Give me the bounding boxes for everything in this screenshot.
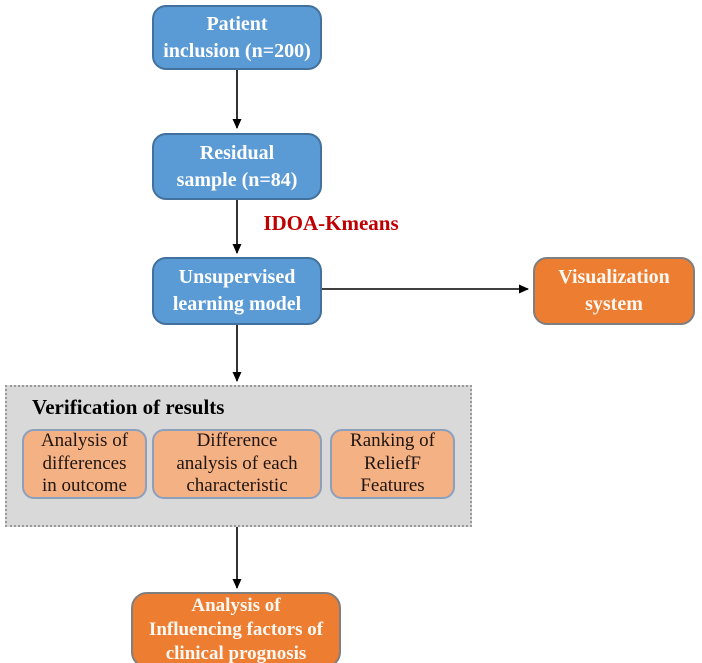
edge-label-idoa-kmeans: IDOA-Kmeans: [263, 211, 399, 235]
subnode-ranking-relieff-features: Ranking of ReliefF Features: [330, 429, 455, 499]
node-patient-inclusion-label: Patient inclusion (n=200): [163, 12, 311, 62]
subnode-difference-analysis-characteristic: Difference analysis of each characterist…: [152, 429, 322, 499]
subnode-analysis-differences-outcome: Analysis of differences in outcome: [22, 429, 147, 499]
verification-results-group: Verification of results Analysis of diff…: [5, 385, 472, 527]
node-patient-inclusion: Patient inclusion (n=200): [152, 5, 322, 70]
node-analysis-influencing-factors-label: Analysis of Influencing factors of clini…: [148, 594, 324, 663]
node-residual-sample-label: Residual sample (n=84): [176, 141, 298, 191]
subnode-analysis-differences-outcome-label: Analysis of differences in outcome: [40, 429, 129, 497]
node-visualization-system-label: Visualization system: [558, 266, 670, 315]
subnode-difference-analysis-characteristic-label: Difference analysis of each characterist…: [176, 429, 298, 497]
subnode-ranking-relieff-features-label: Ranking of ReliefF Features: [350, 429, 435, 497]
node-residual-sample: Residual sample (n=84): [152, 133, 322, 200]
node-visualization-system: Visualization system: [533, 257, 695, 325]
verification-group-title: Verification of results: [32, 395, 225, 419]
node-analysis-influencing-factors: Analysis of Influencing factors of clini…: [131, 592, 341, 663]
node-unsupervised-learning-model-label: Unsupervised learning model: [172, 266, 302, 315]
node-unsupervised-learning-model: Unsupervised learning model: [152, 257, 322, 325]
